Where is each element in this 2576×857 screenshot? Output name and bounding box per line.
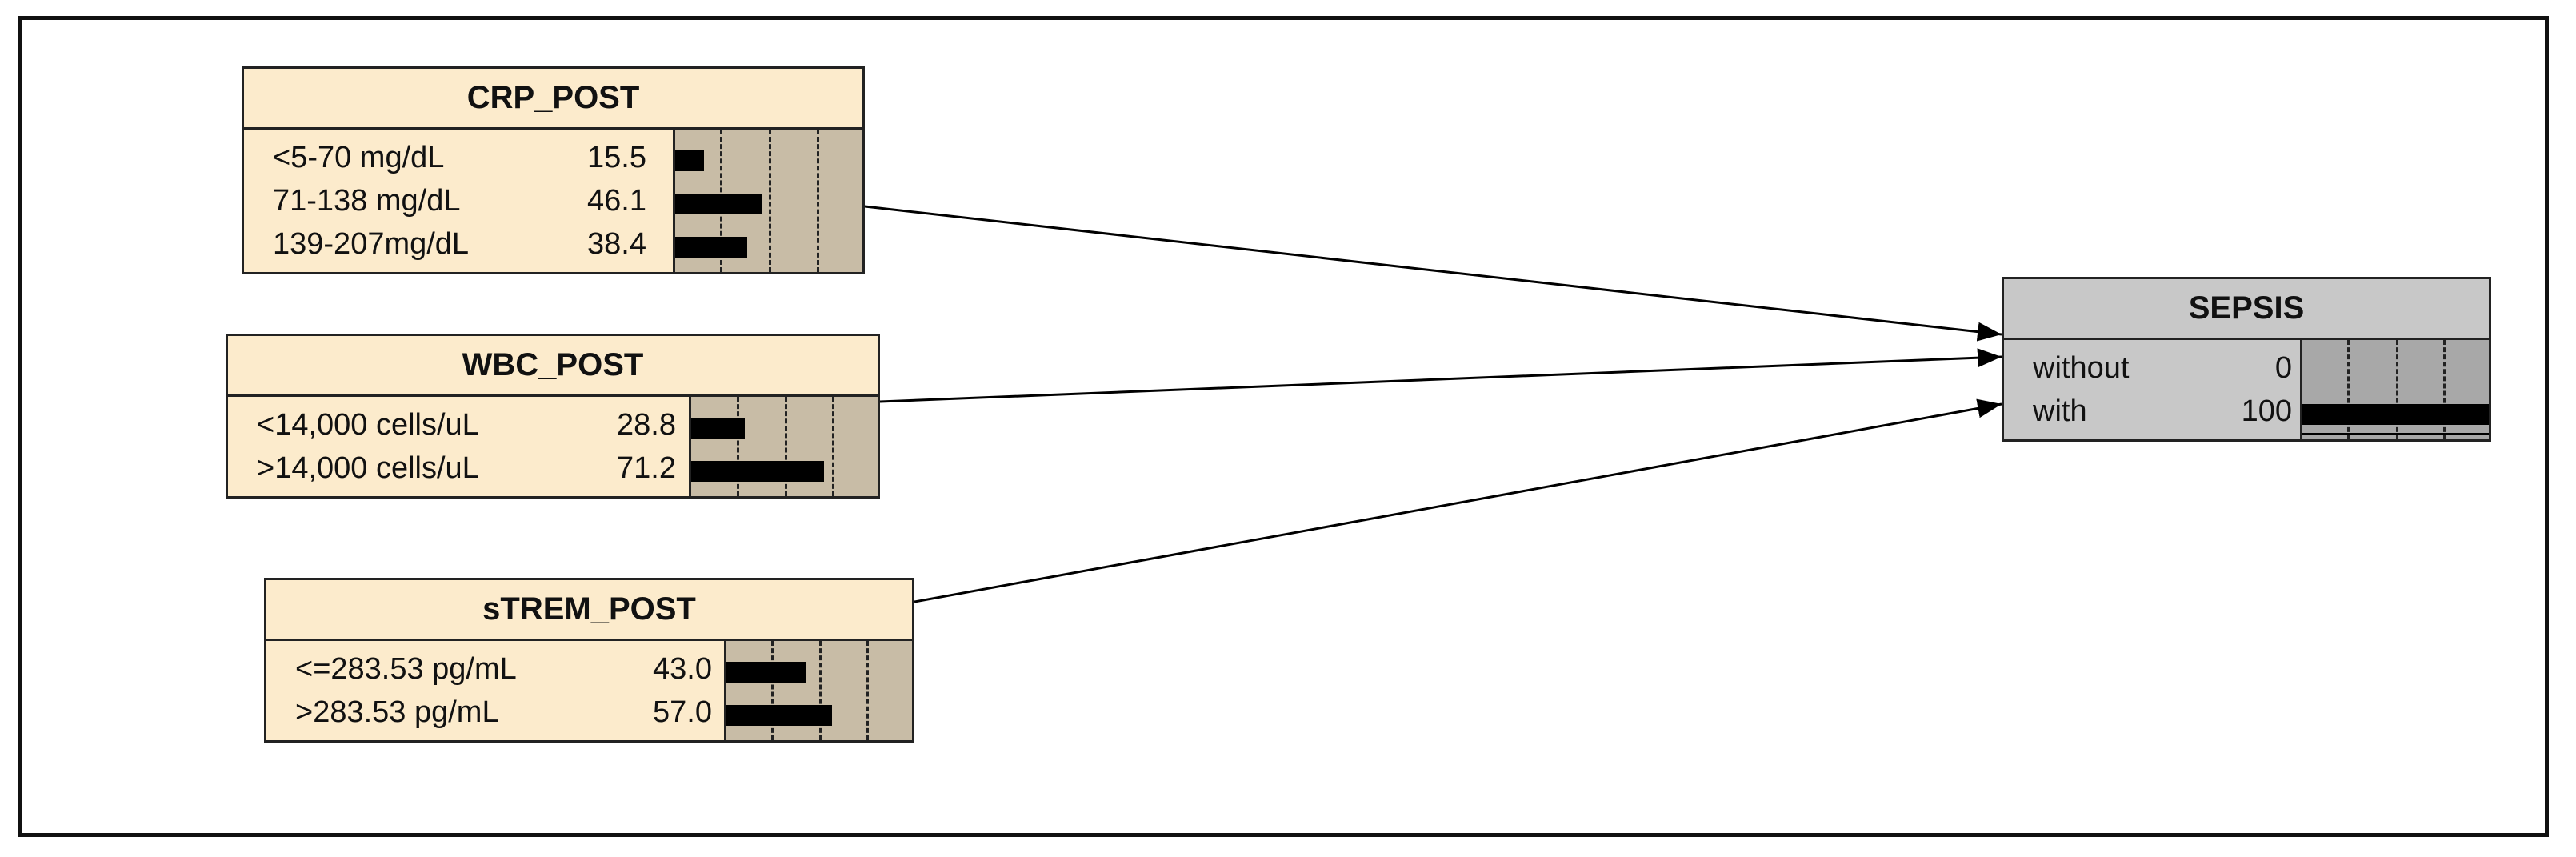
state-value: 57.0 [653,695,712,729]
gridline [2396,340,2398,439]
state-label: >14,000 cells/uL [257,451,479,485]
state-label: 139-207mg/dL [273,227,470,261]
belief-bar [691,418,745,439]
state-value: 71.2 [617,451,676,485]
state-label: <14,000 cells/uL [257,408,479,442]
state-label: <5-70 mg/dL [273,141,445,174]
gridline [771,641,774,740]
state-value: 15.5 [587,141,646,174]
node-sepsis[interactable]: SEPSIS without 0 with 100 [2002,277,2491,442]
gridline [2443,340,2446,439]
gridline [785,397,787,496]
belief-bar-area [673,130,862,272]
belief-bar [675,150,704,171]
state-value: 46.1 [587,184,646,218]
state-label: <=283.53 pg/mL [295,652,517,686]
belief-bar-area [2300,340,2489,439]
node-title: CRP_POST [244,69,862,130]
bar-baseline [2302,433,2489,435]
node-wbc-post[interactable]: WBC_POST <14,000 cells/uL 28.8 >14,000 c… [226,334,880,499]
node-title: sTREM_POST [266,580,912,641]
gridline [769,130,771,272]
belief-bar [691,461,824,482]
gridline [2347,340,2350,439]
state-value: 43.0 [653,652,712,686]
belief-bar [675,237,747,258]
edge-wbc_post-to-sepsis [879,348,2002,403]
gridline [737,397,739,496]
state-label: 71-138 mg/dL [273,184,461,218]
edge-strem_post-to-sepsis [914,398,2002,603]
gridline [819,641,822,740]
state-label: with [2033,394,2087,428]
belief-bar [726,705,832,726]
state-value: 38.4 [587,227,646,261]
belief-bar [2302,404,2489,425]
belief-bar-area [689,397,878,496]
gridline [832,397,834,496]
node-title: SEPSIS [2004,279,2489,340]
belief-bar-area [724,641,912,740]
state-value: 28.8 [617,408,676,442]
node-crp-post[interactable]: CRP_POST <5-70 mg/dL 15.5 71-138 mg/dL 4… [242,66,865,274]
state-value: 100 [2241,394,2292,428]
node-title: WBC_POST [228,336,878,397]
state-label: without [2033,351,2130,385]
state-label: >283.53 pg/mL [295,695,499,729]
belief-bar [726,662,806,683]
edge-crp_post-to-sepsis [864,205,2002,342]
gridline [866,641,869,740]
state-value: 0 [2274,351,2292,385]
node-strem-post[interactable]: sTREM_POST <=283.53 pg/mL 43.0 >283.53 p… [264,578,914,743]
gridline [817,130,819,272]
belief-bar [675,194,762,214]
